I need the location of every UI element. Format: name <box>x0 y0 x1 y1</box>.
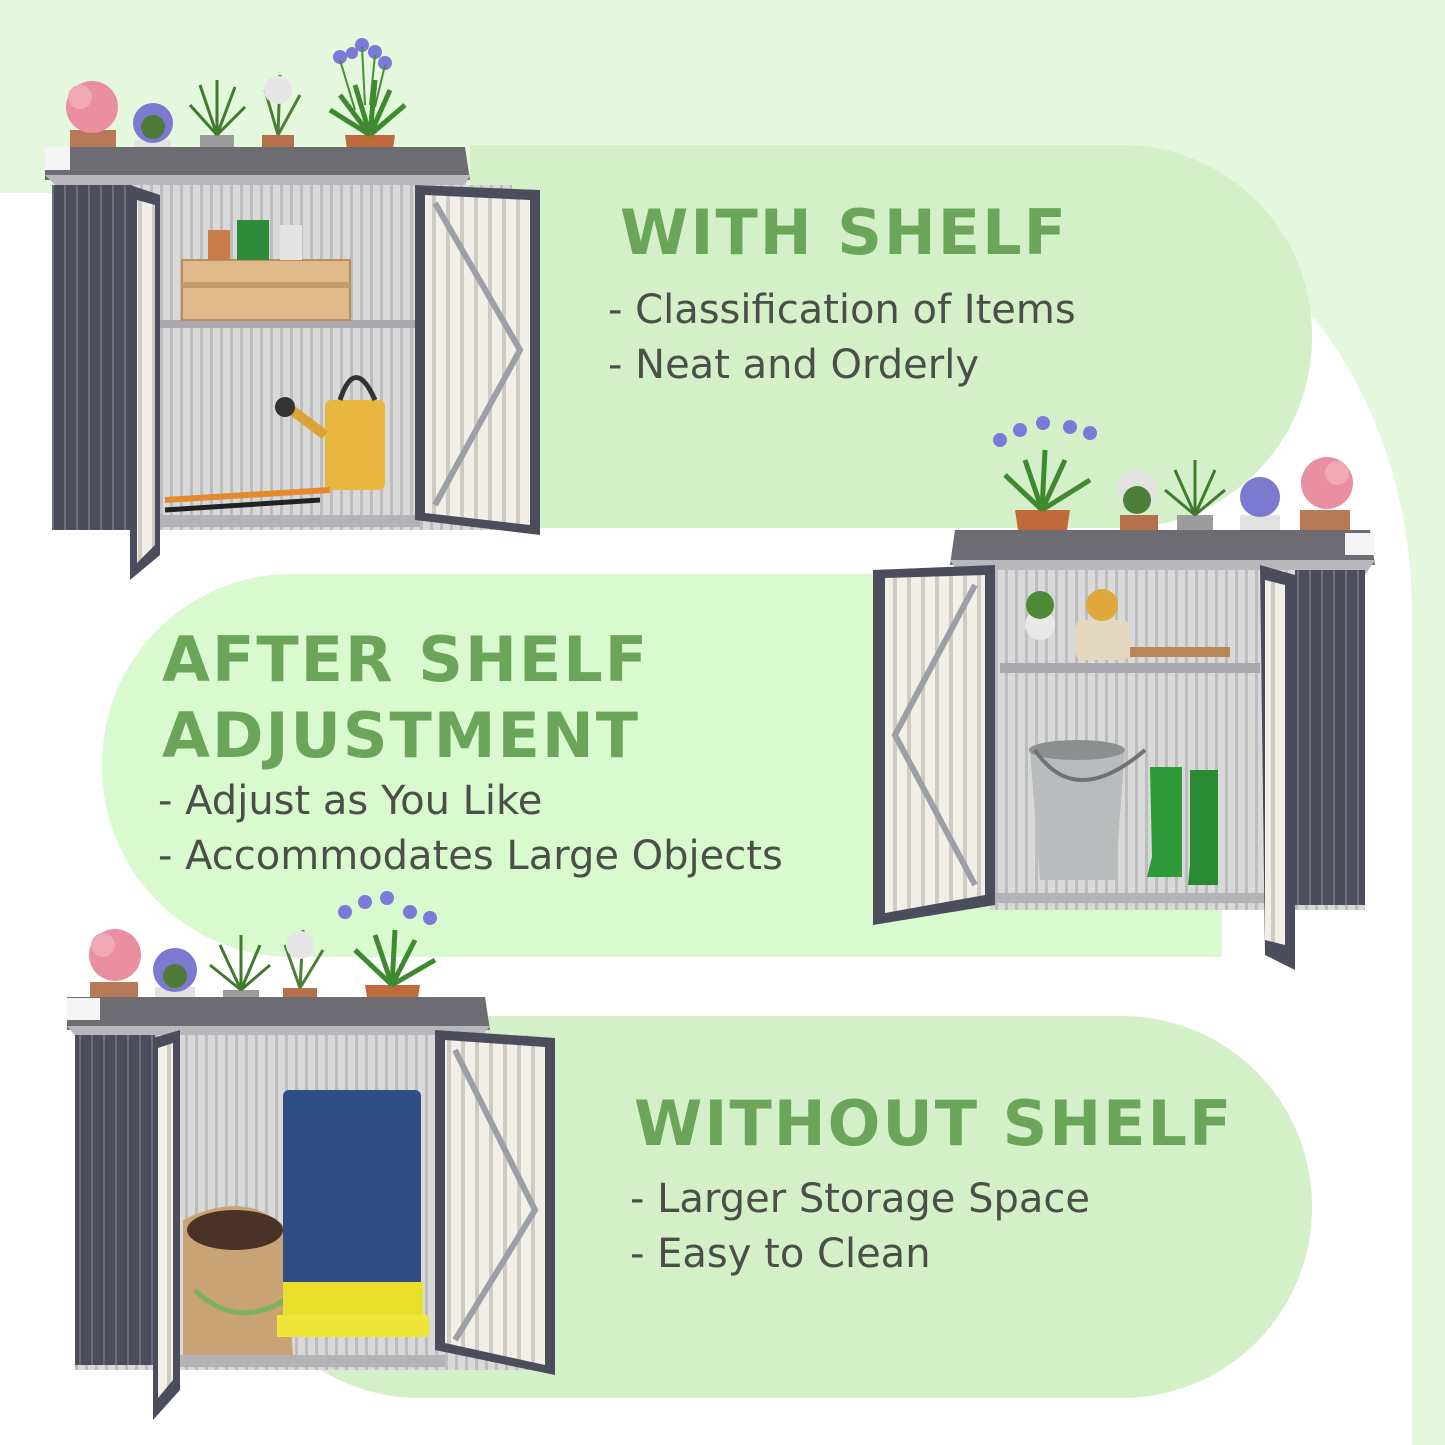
shelf <box>160 320 415 328</box>
shed-image-after-shelf-adjustment <box>865 415 1380 980</box>
with-shelf-panel <box>470 145 1312 528</box>
shed-side-wall <box>1295 570 1365 905</box>
without-shelf-title: WITHOUT SHELF <box>634 1087 1234 1160</box>
bullet: - Larger Storage Space <box>630 1176 1090 1222</box>
potted-plants <box>993 416 1353 550</box>
blue-bag <box>277 1090 429 1337</box>
wooden-crate <box>181 220 351 321</box>
burlap-soil-sack <box>183 1206 293 1355</box>
bullet: - Accommodates Large Objects <box>158 833 783 879</box>
shed-image-with-shelf <box>40 35 550 590</box>
after-shelf-adjustment-title-line-2: ADJUSTMENT <box>162 699 641 772</box>
bullet: - Adjust as You Like <box>158 778 543 824</box>
shed-side-wall <box>75 1035 155 1365</box>
green-rubber-boots <box>1147 767 1218 885</box>
shed-image-without-shelf <box>55 890 565 1440</box>
without-shelf-text: WITHOUT SHELF - Larger Storage Space - E… <box>630 1086 1233 1282</box>
after-shelf-adjustment-text: AFTER SHELF ADJUSTMENT - Adjust as You L… <box>158 622 783 884</box>
bullet: - Classification of Items <box>608 287 1076 333</box>
right-door <box>415 185 540 535</box>
hand-tools <box>1130 647 1230 657</box>
metal-bucket <box>1029 740 1147 880</box>
left-door <box>873 565 995 925</box>
shelf <box>1000 663 1260 673</box>
watering-can <box>275 375 385 490</box>
after-shelf-adjustment-title-line-1: AFTER SHELF <box>162 623 650 696</box>
with-shelf-text: WITH SHELF - Classification of Items - N… <box>608 195 1076 393</box>
right-door <box>435 1030 555 1375</box>
bullet: - Easy to Clean <box>630 1231 931 1277</box>
bullet: - Neat and Orderly <box>608 342 980 388</box>
with-shelf-title: WITH SHELF <box>620 196 1068 269</box>
shed-side-wall <box>52 185 132 530</box>
